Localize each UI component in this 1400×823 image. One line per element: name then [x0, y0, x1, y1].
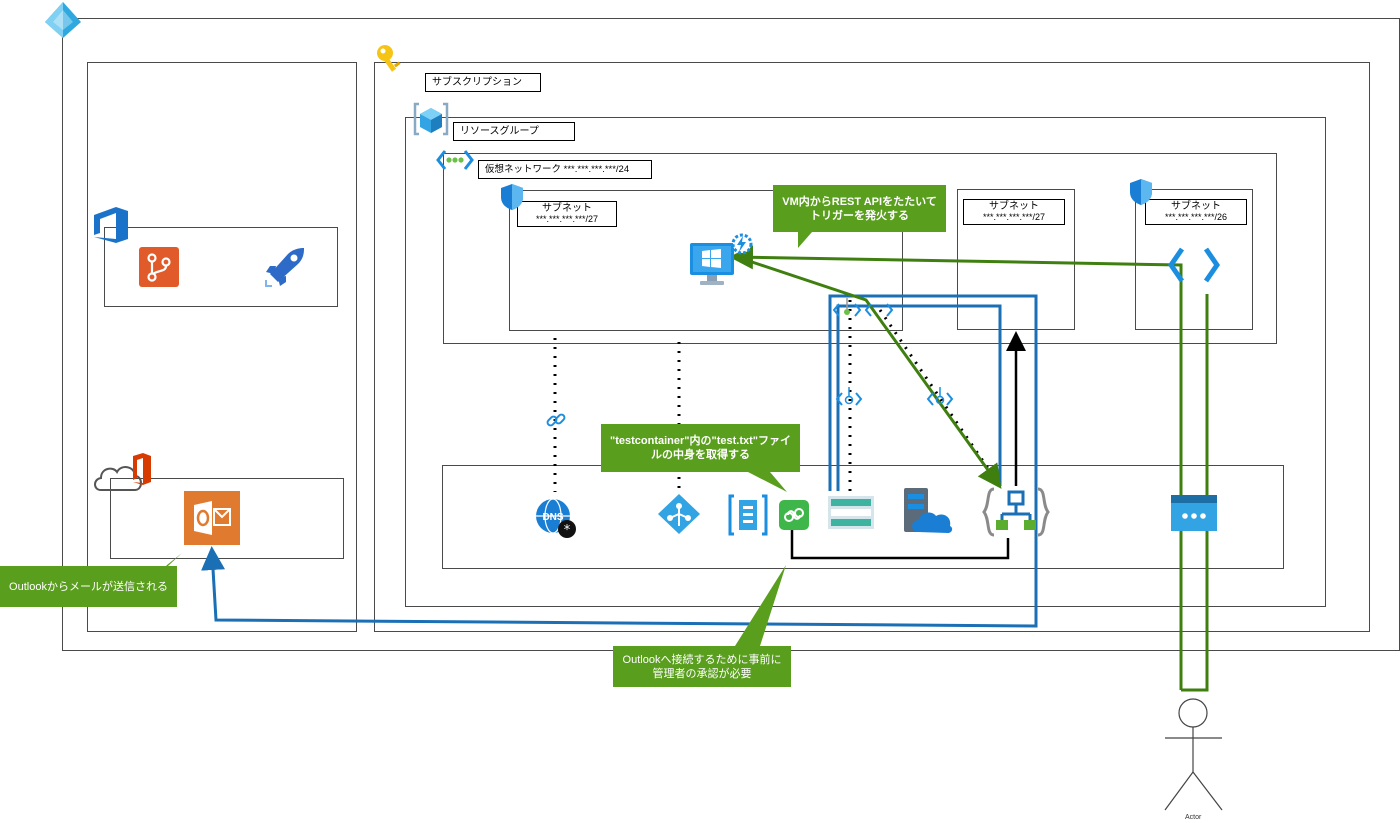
subnet-title: サブネット [542, 203, 592, 214]
getfile-callout-tail [748, 472, 787, 492]
storage-icon [828, 496, 874, 529]
gateway-icon [1171, 495, 1217, 531]
vnet-icon [436, 150, 474, 170]
link-icon [546, 413, 566, 427]
outlook-blue-flow [201, 294, 1038, 628]
shield-icon [501, 184, 523, 210]
vnet-label: 仮想ネットワーク ***.***.***.***/24 [478, 160, 652, 179]
svg-text:DNS: DNS [542, 512, 563, 523]
logic-app-icon [982, 487, 1050, 537]
vm-trigger-callout: VM内からREST APIをたたいてトリガーを発火する [773, 185, 946, 232]
outlook-sent-callout: Outlookからメールが送信される [0, 566, 177, 607]
api-icon [728, 494, 768, 536]
lightning-icon [731, 233, 753, 255]
subnet-title: サブネット [989, 201, 1039, 212]
dns-icon: DNS * [536, 498, 576, 538]
identity-icon [658, 494, 700, 534]
subnet-label-2: サブネット ***.***.***.***/27 [963, 199, 1065, 225]
private-endpoint-icon [832, 298, 894, 317]
shield-icon [1130, 179, 1152, 205]
actor-label: Actor [1185, 814, 1202, 821]
private-endpoint-icon [926, 387, 954, 406]
private-endpoint-icon [835, 387, 863, 406]
connector-bottom-loop [790, 528, 1010, 560]
vm-trigger-callout-tail [798, 232, 812, 248]
outlook-icon [184, 491, 240, 545]
subnet-cidr: ***.***.***.***/27 [982, 212, 1046, 222]
services-frame [442, 465, 1284, 569]
actor-to-vm-flow [729, 245, 1183, 690]
subnet-title: サブネット [1171, 201, 1221, 212]
office365-icon [94, 453, 151, 491]
resource-group-icon [413, 102, 449, 136]
pipelines-icon [265, 248, 304, 287]
devops-icon [94, 207, 128, 243]
subnet-label-3: サブネット ***.***.***.***/26 [1145, 199, 1247, 225]
azure-ad-icon [45, 2, 81, 38]
actor-return-flow [1181, 294, 1209, 692]
admin-consent-callout: Outlookへ接続するために事前に管理者の承認が必要 [613, 646, 791, 687]
repos-icon [139, 247, 179, 287]
consent-callout-tail [735, 565, 786, 646]
subnet-cidr: ***.***.***.***/27 [535, 214, 599, 224]
vnet-frame [443, 153, 1277, 344]
svg-text:*: * [564, 523, 571, 538]
resource-group-frame [405, 117, 1326, 607]
subnet-frame-3 [1135, 189, 1253, 330]
actor-figure [1164, 698, 1223, 811]
devops-group [104, 227, 338, 307]
get-file-callout: "testcontainer"内の"test.txt"ファイルの中身を取得する [601, 424, 800, 472]
subscription-frame [374, 62, 1370, 632]
bastion-icon [1168, 247, 1220, 283]
subscription-label: サブスクリプション [425, 73, 541, 92]
resource-group-label: リソースグループ [453, 122, 575, 141]
key-icon [377, 45, 401, 72]
subnet-cidr: ***.***.***.***/26 [1164, 212, 1228, 222]
vm-icon [690, 243, 734, 285]
subnet-label-1: サブネット ***.***.***.***/27 [517, 201, 617, 227]
logic-connector-icon [779, 500, 809, 530]
office365-group [110, 478, 344, 559]
cloud-server-icon [904, 488, 953, 533]
devops-column-frame [87, 62, 357, 632]
vm-to-logicapp-flow [739, 256, 1002, 489]
